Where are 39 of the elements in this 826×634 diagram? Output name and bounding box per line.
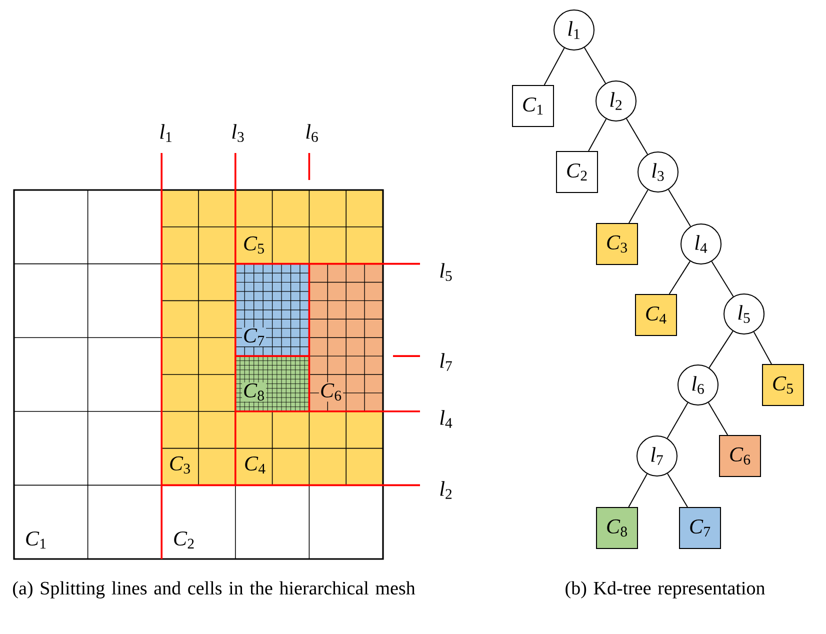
cell-label: C$_{8}$ — [242, 382, 266, 402]
tree-edge — [668, 260, 691, 294]
line-label: l$_{3}$ — [232, 124, 244, 142]
cell-leaf-box: C$_{1}$ — [512, 85, 554, 127]
tree-edge — [708, 402, 728, 436]
tree-edge — [626, 118, 648, 155]
tree-edge — [668, 189, 691, 227]
tree-edge — [708, 330, 734, 368]
cell-leaf-box: C$_{4}$ — [635, 294, 677, 336]
tree-edge — [628, 473, 648, 508]
line-label: l$_{2}$ — [440, 481, 452, 499]
cell-leaf-box: C$_{5}$ — [762, 364, 804, 406]
cell-leaf-box: C$_{3}$ — [596, 223, 638, 265]
line-label: l$_{1}$ — [160, 124, 172, 142]
tree-edge — [666, 402, 688, 439]
cell-label: C$_{5}$ — [242, 235, 266, 255]
tree-edge — [544, 48, 565, 86]
line-label: l$_{6}$ — [306, 124, 318, 142]
tree-edge — [628, 189, 648, 224]
tree-edge — [584, 47, 606, 84]
cell-leaf-box: C$_{7}$ — [679, 507, 721, 549]
cell-label: C$_{6}$ — [318, 382, 344, 402]
cell-label: C$_{7}$ — [242, 328, 266, 346]
cell-leaf-box: C$_{8}$ — [596, 507, 638, 549]
tree-edge — [711, 260, 734, 298]
cell-label: C$_{4}$ — [242, 456, 268, 474]
line-label: l$_{7}$ — [440, 353, 452, 371]
cell-label: C$_{2}$ — [174, 532, 194, 549]
line-label: l$_{5}$ — [440, 263, 452, 281]
tree-edge — [588, 118, 607, 152]
caption: (b) Kd-tree representation — [566, 581, 765, 598]
tree-edge — [753, 331, 772, 364]
caption: (a) Splitting lines and cells in the hierarchical mesh — [13, 581, 416, 598]
cell-leaf-box: C$_{2}$ — [556, 151, 598, 193]
cell-leaf-box: C$_{6}$ — [719, 435, 761, 477]
line-label: l$_{4}$ — [440, 410, 452, 428]
cell-label: C$_{1}$ — [26, 532, 46, 549]
cell-label: C$_{3}$ — [168, 455, 192, 475]
tree-edge — [667, 473, 688, 508]
